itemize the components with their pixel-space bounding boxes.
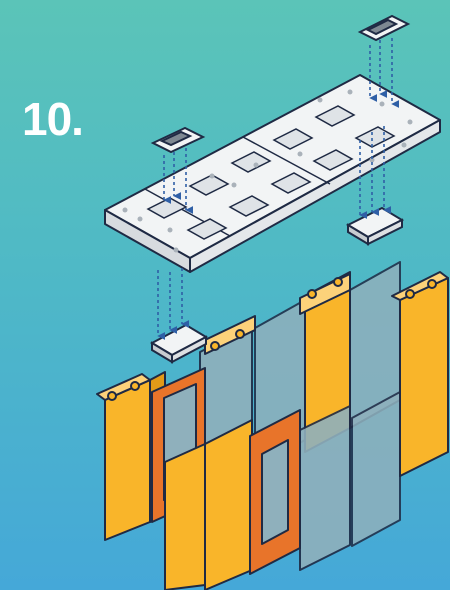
lower-connector-clip [152,325,206,362]
top-left-connector-clip [153,128,203,152]
window-frame-2 [250,410,300,574]
top-right-connector-clip [360,16,408,40]
roof-panel [105,75,440,272]
right-connector-clip [348,208,402,244]
wall-structure [97,262,448,590]
